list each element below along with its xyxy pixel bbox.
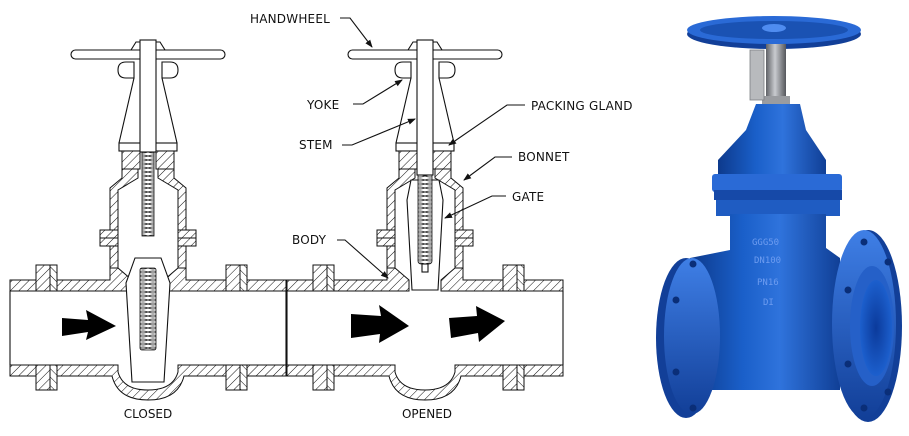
flow-arrow	[351, 305, 409, 343]
closed-valve-drawing	[9, 39, 287, 401]
callout-bonnet: BONNET	[463, 150, 570, 181]
label-handwheel: HANDWHEEL	[250, 12, 330, 26]
callout-handwheel: HANDWHEEL	[250, 12, 373, 48]
label-body: BODY	[292, 233, 327, 247]
label-stem: STEM	[299, 138, 333, 152]
handwheel-photo	[687, 16, 861, 49]
leader-gate	[444, 195, 506, 219]
label-gate: GATE	[512, 190, 544, 204]
stem-closed	[139, 39, 157, 153]
marking-1: DN100	[754, 256, 781, 266]
gate-valve-photo: GGG50 DN100 PN16 DI	[656, 16, 902, 422]
callout-stem: STEM	[299, 118, 416, 152]
bonnet-photo	[718, 104, 826, 180]
caption-closed: CLOSED	[124, 407, 173, 421]
leader-body	[337, 239, 389, 279]
callout-yoke: YOKE	[306, 79, 403, 112]
bore-opening	[860, 280, 892, 376]
callout-packing-gland: PACKING GLAND	[448, 99, 633, 146]
label-packing-gland: PACKING GLAND	[531, 99, 633, 113]
stem-photo	[766, 44, 786, 102]
leader-yoke	[353, 79, 403, 105]
flow-arrow	[449, 306, 505, 342]
callout-gate: GATE	[444, 190, 544, 219]
label-yoke: YOKE	[306, 98, 339, 112]
cast-markings: GGG50 DN100 PN16 DI	[752, 238, 781, 308]
caption-opened: OPENED	[402, 407, 452, 421]
position-indicator	[749, 49, 765, 101]
leader-bonnet	[463, 156, 512, 181]
opened-valve-drawing	[286, 39, 564, 401]
marking-2: PN16	[757, 278, 779, 288]
leader-packing-gland	[448, 104, 525, 146]
body-photo	[690, 214, 840, 390]
callout-body: BODY	[292, 233, 389, 279]
marking-3: DI	[763, 298, 774, 308]
marking-0: GGG50	[752, 238, 779, 248]
label-bonnet: BONNET	[518, 150, 570, 164]
right-flange-photo	[832, 230, 902, 422]
flow-arrow	[62, 310, 116, 340]
leader-handwheel	[340, 17, 373, 48]
stem-opened	[416, 39, 434, 176]
left-flange-photo	[656, 258, 720, 418]
leader-stem	[342, 118, 416, 146]
